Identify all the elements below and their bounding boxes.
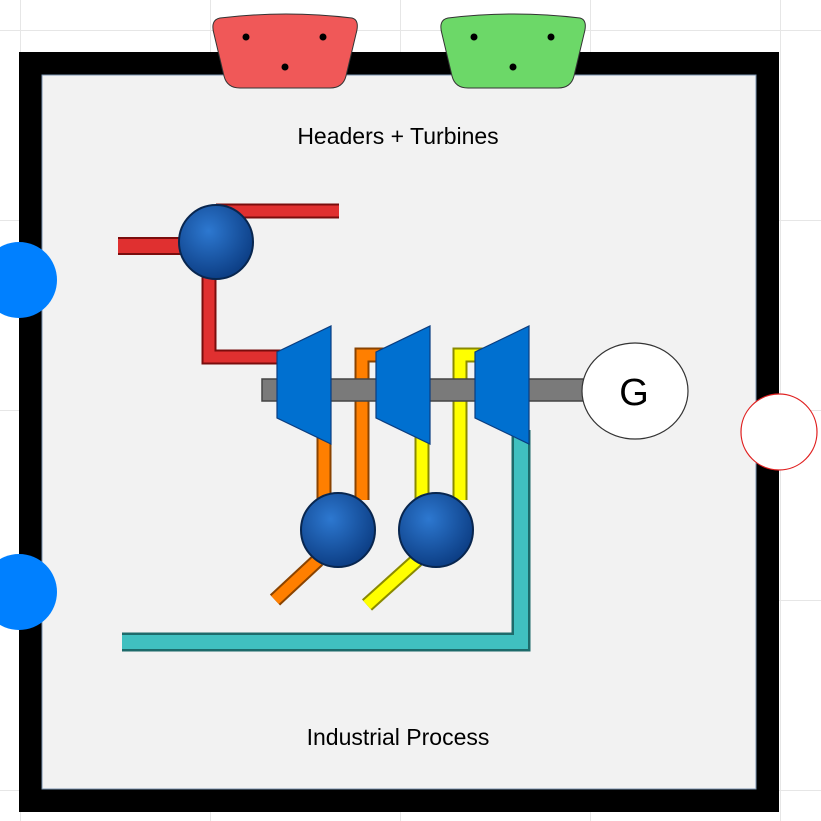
connector-pin bbox=[509, 63, 517, 71]
shaft-flange-right[interactable] bbox=[740, 393, 818, 471]
connector-pin bbox=[547, 33, 555, 41]
generator-label: G bbox=[619, 372, 649, 414]
fluid-port-bottom-left[interactable] bbox=[0, 554, 57, 630]
connector-pin bbox=[319, 33, 327, 41]
heat-connector-red[interactable] bbox=[212, 13, 358, 89]
hp-steam-header[interactable] bbox=[178, 204, 254, 280]
block-title: Headers + Turbines bbox=[297, 123, 498, 149]
turbine-hp[interactable] bbox=[276, 325, 332, 445]
turbine-mp[interactable] bbox=[375, 325, 431, 445]
connector-pin bbox=[242, 33, 250, 41]
heat-connector-green[interactable] bbox=[440, 13, 586, 89]
fluid-port-top-left[interactable] bbox=[0, 242, 57, 318]
condensate-pipe bbox=[122, 430, 531, 652]
turbine-lp[interactable] bbox=[474, 325, 530, 445]
connector-pin bbox=[470, 33, 478, 41]
connector-pin bbox=[281, 63, 289, 71]
lp-steam-header[interactable] bbox=[398, 492, 474, 568]
generator[interactable] bbox=[581, 342, 689, 440]
block-subtitle: Industrial Process bbox=[307, 724, 490, 750]
mp-steam-header[interactable] bbox=[300, 492, 376, 568]
